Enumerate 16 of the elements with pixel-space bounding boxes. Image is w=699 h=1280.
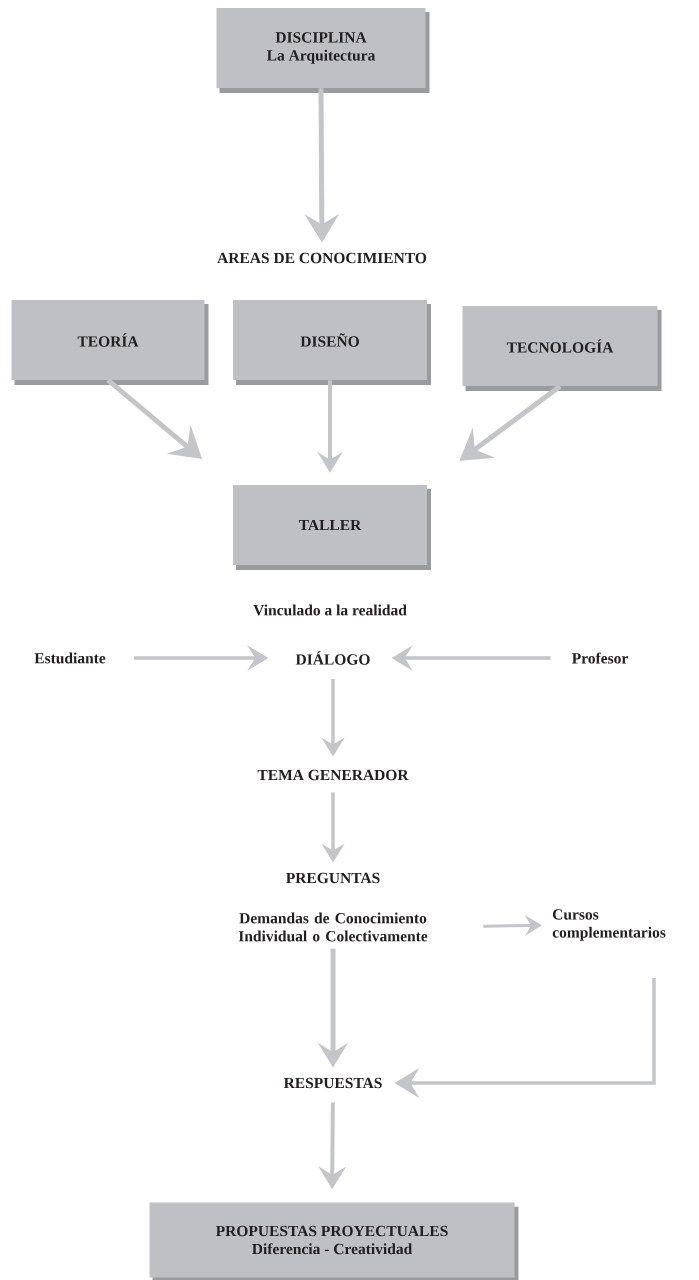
- text-label: Estudiante: [34, 652, 106, 664]
- text-label: Cursos complementarios: [552, 909, 666, 941]
- text-label: PREGUNTAS: [286, 872, 380, 884]
- text-label: AREAS DE CONOCIMIENTO: [217, 252, 427, 264]
- process-box: PROPUESTAS PROYECTUALES Diferencia - Creatividad: [149, 1202, 519, 1280]
- process-box: TECNOLOGÍA: [462, 306, 662, 391]
- text-label: Profesor: [572, 652, 628, 664]
- text-label: DIÁLOGO: [295, 651, 370, 665]
- text-label: RESPUESTAS: [283, 1077, 382, 1089]
- process-box: TEORÍA: [11, 300, 209, 385]
- process-box: TALLER: [233, 485, 431, 570]
- process-box: DISEÑO: [233, 300, 431, 385]
- text-label: Vinculado a la realidad: [253, 604, 407, 616]
- text-label: Demandas de Conocimiento Individual o Colectivamente: [238, 912, 428, 942]
- process-box: DISCIPLINA La Arquitectura: [216, 8, 430, 93]
- text-label: TEMA GENERADOR: [257, 769, 409, 781]
